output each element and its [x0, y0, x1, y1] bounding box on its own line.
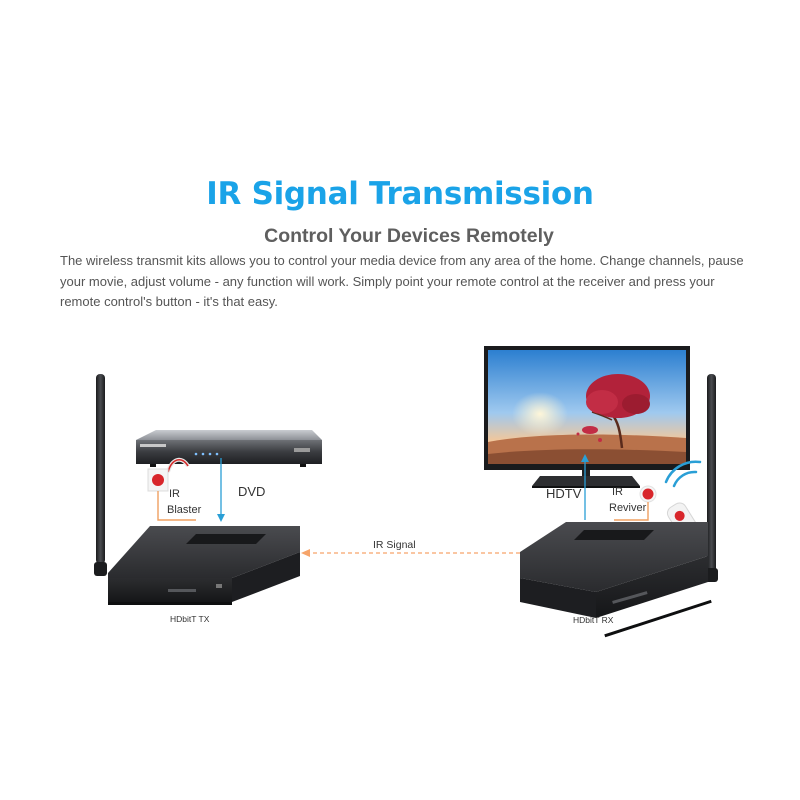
ir-blaster-label: IR Blaster: [167, 488, 202, 516]
page-subtitle: Control Your Devices Remotely: [264, 225, 554, 247]
rx-to-hdtv-link: [581, 454, 589, 520]
description-line: remote control's button - it's that easy…: [60, 294, 278, 309]
ir-transmission-diagram: HDbitT TX DVD IR Blaster IR Signal: [94, 346, 718, 638]
ir-receiver: [614, 485, 657, 521]
ir-signal-label: IR Signal: [373, 539, 416, 551]
dvd-player: [136, 430, 322, 473]
ir-receiver-label: IR Reviver: [609, 486, 647, 514]
ir-blaster: [147, 468, 196, 521]
dvd-to-tx-link: [217, 458, 225, 522]
description: The wireless transmit kits allows you to…: [60, 251, 760, 313]
rx-label: HDbitT RX: [573, 615, 614, 625]
dvd-label: DVD: [238, 484, 265, 499]
rx-antenna: [705, 374, 718, 582]
hdbitt-rx-device: [520, 522, 712, 638]
ir-signal-line: [301, 549, 520, 557]
hdtv: [484, 346, 690, 488]
description-line: The wireless transmit kits allows you to…: [60, 253, 744, 268]
hdbitt-tx-device: [108, 526, 300, 605]
hdtv-label: HDTV: [546, 486, 582, 501]
tx-antenna: [94, 374, 107, 576]
page-title: IR Signal Transmission: [206, 176, 594, 212]
tx-label: HDbitT TX: [170, 614, 210, 624]
description-line: your movie, adjust volume - any function…: [60, 273, 715, 289]
